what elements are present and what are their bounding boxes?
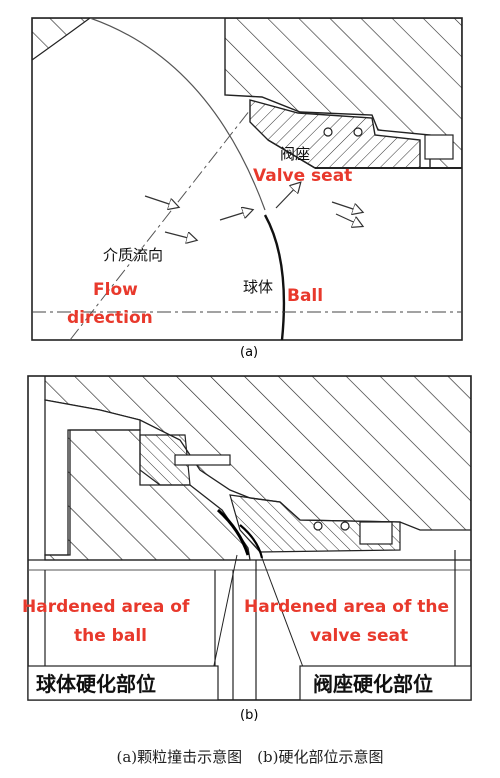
valve-seat-ring xyxy=(249,99,421,169)
flow-arrow-4 xyxy=(275,183,300,209)
ball-surface-arc xyxy=(263,214,286,340)
panel-a-particle-impact-diagram: 阀座 Valve seat 介质流向 Flow direction 球体 Bal… xyxy=(0,0,500,360)
label-ball-hardened-en-2: the ball xyxy=(74,626,147,646)
label-ball-cn: 球体 xyxy=(243,278,274,296)
seat-hardened-edge xyxy=(239,524,264,559)
spring-box xyxy=(424,134,454,160)
ball-outer-arc xyxy=(89,18,266,211)
figure-caption: (a)颗粒撞击示意图 (b)硬化部位示意图 xyxy=(116,748,384,766)
label-ball-en: Ball xyxy=(287,286,324,306)
label-seat-hardened-en-2: valve seat xyxy=(310,626,409,646)
label-seat-hardened-en-1: Hardened area of the xyxy=(244,597,450,617)
centerline-diagonal xyxy=(69,109,251,340)
valve-body-section xyxy=(224,18,462,169)
left-body-corner xyxy=(32,18,92,61)
label-ball-hardened-en-1: Hardened area of xyxy=(22,597,190,617)
panel-a-sublabel: (a) xyxy=(240,345,259,360)
label-valve-seat-cn: 阀座 xyxy=(280,145,311,163)
label-flow-en-1: Flow xyxy=(93,280,138,300)
label-seat-hardened-cn: 阀座硬化部位 xyxy=(313,672,433,696)
seal-ring-b2 xyxy=(340,521,350,531)
box-ball-hardened-cn xyxy=(28,665,219,700)
flow-arrow-2 xyxy=(164,231,196,240)
seal-ring-1 xyxy=(323,127,333,137)
seal-ring-b1 xyxy=(313,521,323,531)
leader-seat xyxy=(261,557,307,676)
ball-insert xyxy=(139,434,191,486)
panel-b-hardened-area-diagram: Hardened area of the ball Hardened area … xyxy=(0,370,500,723)
leader-ball xyxy=(211,554,238,676)
seal-ring-2 xyxy=(353,127,363,137)
flow-arrow-3 xyxy=(219,210,252,221)
label-valve-seat-en: Valve seat xyxy=(253,166,353,186)
flow-arrow-5 xyxy=(331,201,362,212)
panel-a-drawing xyxy=(31,17,463,341)
panel-b-sublabel: (b) xyxy=(240,708,259,723)
ball-hardened-edge xyxy=(216,508,250,556)
flow-arrow-6 xyxy=(335,213,362,226)
label-flow-cn: 介质流向 xyxy=(103,246,164,264)
spring-box-b xyxy=(359,521,393,545)
label-flow-en-2: direction xyxy=(67,308,153,328)
bolt xyxy=(174,454,231,466)
label-ball-hardened-cn: 球体硬化部位 xyxy=(36,672,156,696)
panel-b-drawing xyxy=(27,375,472,701)
flow-arrow-1 xyxy=(144,195,178,207)
box-seat-hardened-cn xyxy=(299,665,471,700)
